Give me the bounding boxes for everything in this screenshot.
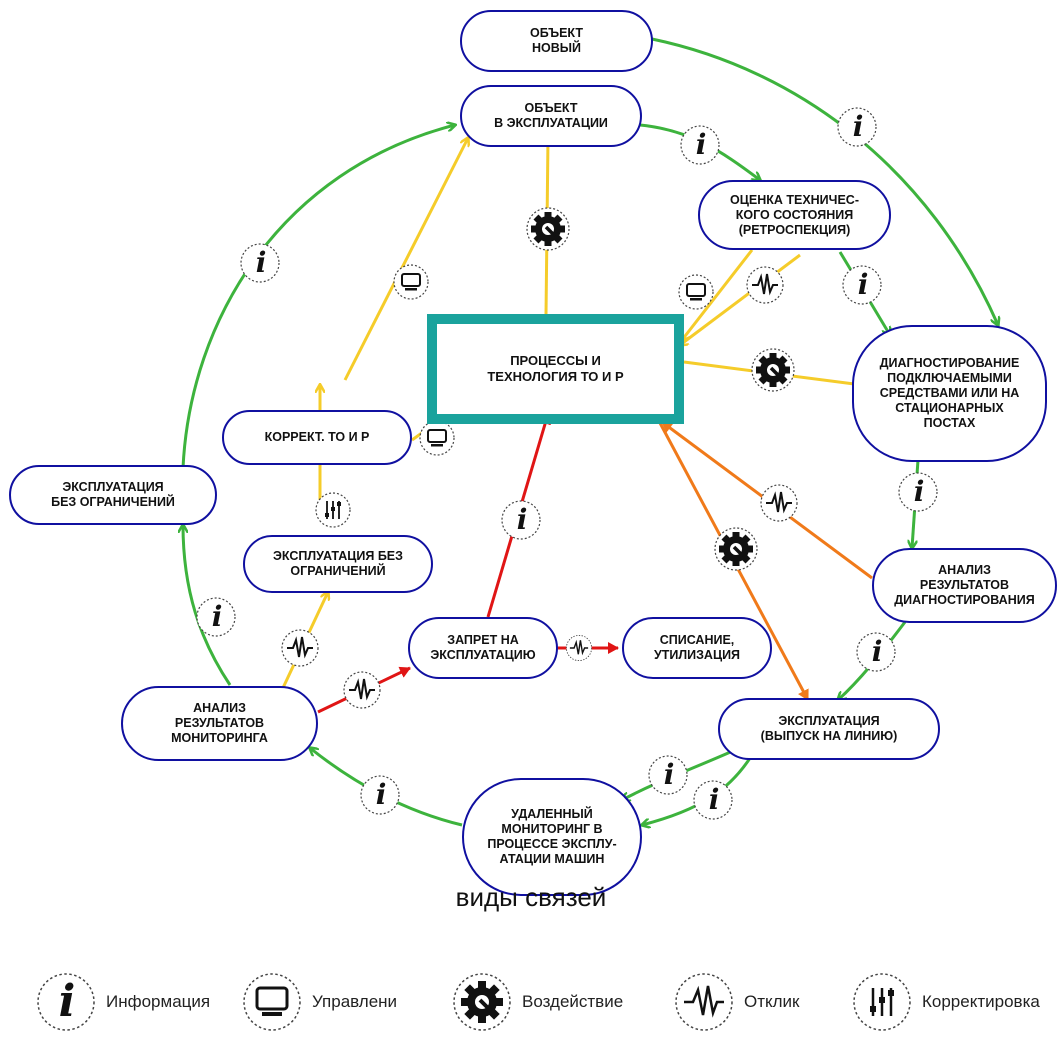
info-icon [680,125,720,165]
info-icon: i [37,973,95,1031]
legend-item-information: i Информация [34,962,210,1042]
sliders-icon [315,492,351,528]
info-icon [648,755,688,795]
monitor-icon [678,274,714,310]
info-icon [693,780,733,820]
node-analysis-monitoring: АНАЛИЗ РЕЗУЛЬТАТОВ МОНИТОРИНГА [121,686,318,761]
info-icon [240,243,280,283]
monitor-icon [419,420,455,456]
gear-wrench-icon [750,347,796,393]
svg-text:i: i [59,976,76,1027]
info-icon [837,107,877,147]
legend-label: Информация [106,992,211,1011]
node-object-new: ОБЪЕКТ НОВЫЙ [460,10,653,72]
info-icon [856,632,896,672]
node-free-operation-outer: ЭКСПЛУАТАЦИЯ БЕЗ ОГРАНИЧЕНИЙ [9,465,217,525]
legend-label: Отклик [744,992,800,1011]
node-operation-line: ЭКСПЛУАТАЦИЯ (ВЫПУСК НА ЛИНИЮ) [718,698,940,760]
legend-label: Воздействие [522,992,624,1011]
link-analysis-to-freeouter [183,525,232,686]
legend-label: Управлени [312,992,398,1011]
node-writeoff: СПИСАНИЕ, УТИЛИЗАЦИЯ [622,617,772,679]
legend-item-control: Управлени [240,962,397,1042]
pulse-icon [760,484,798,522]
link-correct-to-exp [343,138,468,381]
node-object-in-operation: ОБЪЕКТ В ЭКСПЛУАТАЦИИ [460,85,642,147]
node-free-operation-inner: ЭКСПЛУАТАЦИЯ БЕЗ ОГРАНИЧЕНИЙ [243,535,433,593]
node-operation-ban: ЗАПРЕТ НА ЭКСПЛУАТАЦИЮ [408,617,558,679]
link-assess-to-center-a [682,249,754,340]
sliders-icon [853,973,911,1031]
pulse-icon [281,629,319,667]
info-icon [501,500,541,540]
node-processes-center: ПРОЦЕССЫ И ТЕХНОЛОГИЯ ТО И Р [427,314,684,424]
monitor-icon [243,973,301,1031]
node-remote-monitoring: УДАЛЕННЫЙ МОНИТОРИНГ В ПРОЦЕССЕ ЭКСПЛУ- … [462,778,642,896]
node-technical-assessment: ОЦЕНКА ТЕХНИЧЕС- КОГО СОСТОЯНИЯ (РЕТРОСП… [698,180,891,250]
pulse-icon [675,973,733,1031]
info-icon [842,265,882,305]
legend-item-impact: Воздействие [450,962,623,1042]
gear-wrench-icon [525,206,571,252]
legend-item-correction: Корректировка [850,962,1040,1042]
node-diagnostics: ДИАГНОСТИРОВАНИЕ ПОДКЛЮЧАЕМЫМИ СРЕДСТВАМ… [852,325,1047,462]
monitor-icon [393,264,429,300]
info-icon [360,775,400,815]
pulse-icon [343,671,381,709]
link-assess-to-center-b [680,253,801,345]
gear-wrench-icon [713,526,759,572]
info-icon [196,597,236,637]
legend-title: виды связей [455,882,607,912]
pulse-icon [565,634,593,662]
legend-label: Корректировка [922,992,1040,1011]
node-analysis-diagnostics: АНАЛИЗ РЕЗУЛЬТАТОВ ДИАГНОСТИРОВАНИЯ [872,548,1057,623]
pulse-icon [746,266,784,304]
node-correction: КОРРЕКТ. ТО И Р [222,410,412,465]
gear-wrench-icon [453,973,511,1031]
legend-item-response: Отклик [672,962,800,1042]
info-icon [898,472,938,512]
